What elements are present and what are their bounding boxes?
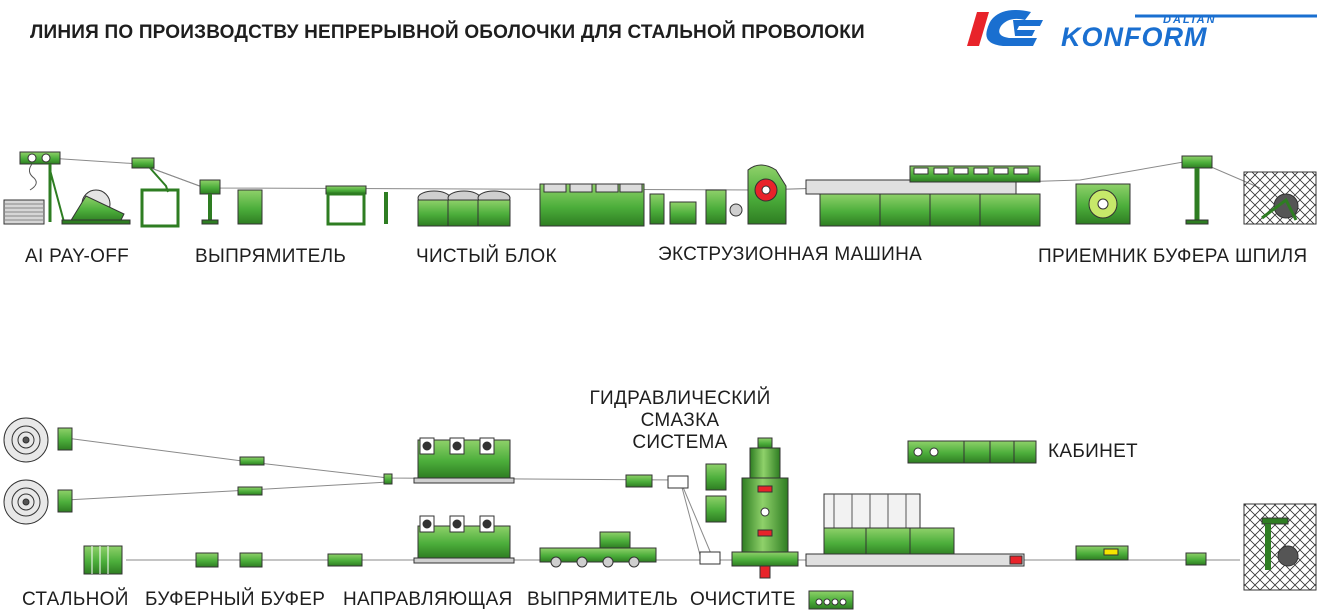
page-title: ЛИНИЯ ПО ПРОИЗВОДСТВУ НЕПРЕРЫВНОЙ ОБОЛОЧ… bbox=[30, 22, 865, 43]
label-straightener-bottom: ВЫПРЯМИТЕЛЬ bbox=[527, 589, 679, 610]
label-hydraulic-line1: ГИДРАВЛИЧЕСКИЙ bbox=[589, 388, 771, 409]
payoff-machine bbox=[3, 151, 131, 225]
hydraulic-extruder bbox=[699, 437, 799, 579]
logo-dalian: DALIAN bbox=[1163, 14, 1217, 26]
straightener-top bbox=[199, 179, 388, 226]
label-extrusion-machine: ЭКСТРУЗИОННАЯ МАШИНА bbox=[658, 244, 923, 265]
label-straightener-top: ВЫПРЯМИТЕЛЬ bbox=[195, 246, 347, 267]
label-capstan-receiver: ПРИЕМНИК БУФЕРА ШПИЛЯ bbox=[1038, 246, 1308, 267]
cleaner-unit-icon bbox=[808, 590, 854, 610]
payoff-guide-stand bbox=[131, 157, 180, 228]
label-buffer: БУФЕРНЫЙ БУФЕР bbox=[145, 589, 326, 610]
capstan-receiver bbox=[1075, 155, 1317, 225]
logo-blue-swoosh bbox=[986, 10, 1037, 46]
clean-block bbox=[417, 183, 645, 227]
label-clean-block: ЧИСТЫЙ БЛОК bbox=[416, 246, 557, 267]
label-steel: СТАЛЬНОЙ bbox=[22, 589, 129, 610]
label-cleaner: ОЧИСТИТЕ bbox=[690, 589, 796, 610]
label-hydraulic-line3: СИСТЕМА bbox=[632, 432, 728, 453]
konform-logo: DALIAN KONFORM bbox=[967, 10, 1317, 50]
capstan-blocks bbox=[413, 437, 689, 568]
logo-red-mark bbox=[967, 12, 989, 46]
label-hydraulic-line2: СМАЗКА bbox=[640, 410, 720, 431]
label-cabinet: КАБИНЕТ bbox=[1048, 441, 1138, 462]
cabinet-unit bbox=[907, 440, 1037, 464]
extrusion-machine bbox=[649, 164, 1041, 227]
label-hydraulic-system: ГИДРАВЛИЧЕСКИЙ СМАЗКА СИСТЕМА bbox=[584, 388, 776, 454]
bottom-takeup bbox=[1075, 503, 1317, 591]
steel-spools bbox=[3, 417, 393, 525]
label-ai-payoff: AI PAY-OFF bbox=[25, 246, 130, 267]
bottom-feed-units bbox=[83, 545, 363, 575]
label-guide: НАПРАВЛЯЮЩАЯ bbox=[343, 589, 513, 610]
cooling-trough bbox=[805, 493, 1025, 567]
logo-brand: KONFORM bbox=[1061, 22, 1207, 50]
